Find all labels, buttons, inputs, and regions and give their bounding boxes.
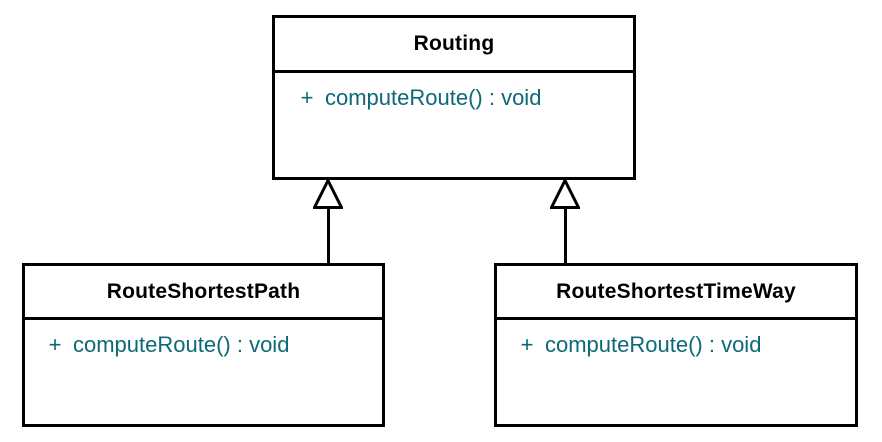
hollow-triangle-arrowhead-icon: [313, 179, 343, 209]
class-members-compartment-route-shortest-time-way: + computeRoute() : void: [497, 317, 855, 424]
hollow-triangle-arrowhead-icon: [550, 179, 580, 209]
class-name-route-shortest-path: RouteShortestPath: [106, 279, 301, 303]
generalization-line: [564, 206, 567, 265]
class-name-routing: Routing: [413, 32, 495, 55]
class-member-row: + computeRoute() : void: [497, 332, 855, 358]
class-member-row: + computeRoute() : void: [275, 85, 633, 111]
member-signature: computeRoute() : void: [545, 332, 762, 357]
class-box-routing[interactable]: Routing + computeRoute() : void: [272, 15, 636, 180]
member-visibility-icon: +: [520, 332, 534, 357]
class-members-compartment-route-shortest-path: + computeRoute() : void: [25, 317, 382, 424]
class-members-compartment-routing: + computeRoute() : void: [275, 70, 633, 177]
member-visibility-icon: +: [48, 332, 62, 357]
member-signature: computeRoute() : void: [73, 332, 290, 357]
class-box-route-shortest-path[interactable]: RouteShortestPath + computeRoute() : voi…: [22, 263, 385, 427]
member-signature: computeRoute() : void: [325, 85, 542, 110]
class-box-route-shortest-time-way[interactable]: RouteShortestTimeWay + computeRoute() : …: [494, 263, 858, 427]
member-visibility-icon: +: [300, 85, 314, 110]
generalization-line: [327, 206, 330, 265]
class-member-row: + computeRoute() : void: [25, 332, 382, 358]
class-name-route-shortest-time-way: RouteShortestTimeWay: [556, 279, 796, 303]
